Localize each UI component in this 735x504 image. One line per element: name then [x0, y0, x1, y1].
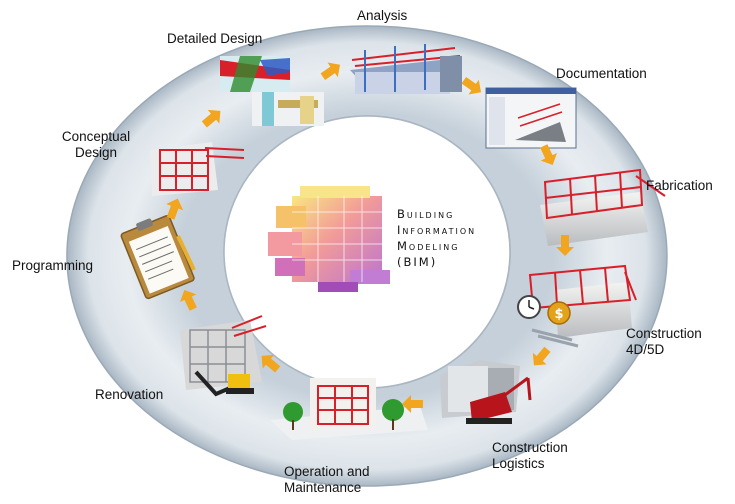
bim-title-line: Building — [397, 207, 455, 221]
analysis-image — [350, 44, 462, 94]
bim-title: Building Information Modeling (BIM) — [397, 206, 476, 270]
arrow-icon — [166, 198, 184, 220]
tree-icon — [382, 399, 404, 421]
dollar-coin-icon — [547, 301, 571, 325]
bim-title-line: Information — [397, 223, 477, 237]
tree-icon — [283, 402, 303, 422]
stage-label-analysis: Analysis — [357, 8, 408, 23]
stage-label-detailed-design: Detailed Design — [167, 31, 263, 46]
renovation-image — [180, 315, 267, 397]
stage-label-construction-4d5d: Construction 4D/5D — [626, 326, 702, 357]
arrow-icon — [461, 76, 482, 95]
arrow-icon — [320, 62, 341, 81]
stage-label-documentation: Documentation — [556, 66, 647, 81]
stage-label-operation-maintenance: Operation and Maintenance — [284, 464, 370, 495]
operation-maintenance-image — [270, 378, 428, 440]
svg-text:$: $ — [554, 307, 563, 322]
flow-arrows — [166, 62, 574, 413]
bim-title-line: (BIM) — [397, 255, 438, 269]
arrow-icon — [540, 144, 558, 165]
arrow-icon — [261, 354, 281, 373]
arrow-icon — [556, 235, 574, 256]
arrow-icon — [532, 346, 551, 366]
construction-logistics-image — [440, 360, 532, 424]
stage-label-fabrication: Fabrication — [646, 178, 713, 193]
arrow-icon — [201, 109, 221, 128]
documentation-image — [485, 87, 577, 149]
stage-label-programming: Programming — [12, 258, 94, 273]
arrow-icon — [402, 395, 423, 413]
programming-clipboard-image — [120, 215, 196, 300]
construction-4d5d-image: $ — [517, 264, 637, 348]
bim-title-line: Modeling — [397, 239, 460, 253]
bim-building-image — [268, 186, 390, 292]
fabrication-image — [540, 168, 666, 246]
conceptual-design-image — [150, 142, 245, 196]
stage-label-conceptual-design: Conceptual Design — [61, 129, 131, 160]
stage-label-renovation: Renovation — [95, 387, 164, 402]
detailed-design-image — [220, 56, 324, 126]
arrow-icon — [179, 290, 197, 311]
stage-label-construction-logistics: Construction Logistics — [492, 440, 568, 471]
